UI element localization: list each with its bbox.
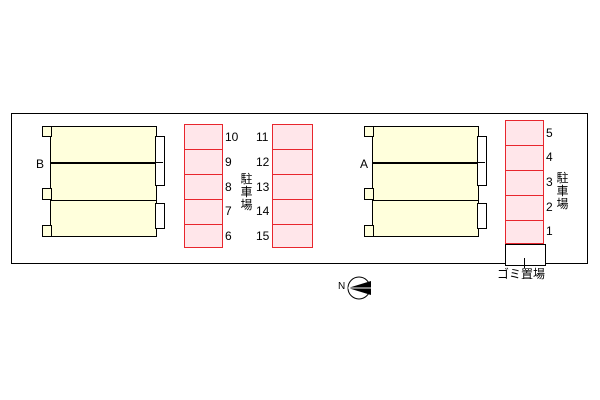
parking-space (184, 199, 223, 225)
parking-number: 13 (256, 180, 270, 194)
parking-space (505, 220, 544, 244)
parking-space (272, 224, 313, 248)
building-b-balcony-upper (155, 136, 165, 186)
parking-space (184, 174, 223, 200)
parking-space (505, 145, 544, 171)
parking-label: 駐車場 (556, 171, 569, 211)
parking-space (505, 170, 544, 196)
parking-number: 2 (546, 200, 553, 214)
building-a-balcony-upper (477, 136, 487, 186)
building-b-balcony-lower (155, 203, 165, 229)
parking-number: 3 (546, 175, 553, 189)
parking-number: 12 (256, 155, 270, 169)
parking-space (184, 124, 223, 150)
compass: N (336, 276, 376, 305)
compass-north-label: N (338, 281, 346, 292)
trash-area (505, 244, 546, 266)
parking-label: 駐車場 (240, 172, 253, 212)
compass-icon (347, 276, 371, 300)
parking-space (505, 120, 544, 146)
building-a-upper-unit (372, 126, 479, 164)
building-b-lower-unit (50, 200, 157, 237)
parking-number: 14 (256, 204, 270, 218)
building-a-notch-top (364, 126, 374, 137)
parking-space (272, 149, 313, 175)
building-a-notch-bottom (364, 225, 374, 237)
parking-space (505, 195, 544, 221)
building-b-upper-unit (50, 126, 157, 164)
site-boundary (11, 113, 588, 264)
parking-number: 9 (225, 155, 232, 169)
trash-area-tick (524, 258, 525, 268)
parking-space (184, 224, 223, 248)
building-a-label-line (372, 162, 485, 163)
building-b-notch-bottom (42, 225, 52, 237)
building-a-label: A (360, 157, 369, 171)
building-b-label: B (36, 157, 45, 171)
building-b-middle-unit (50, 163, 157, 201)
building-a-middle-unit (372, 163, 479, 201)
building-b-notch-mid (42, 188, 52, 200)
parking-space (184, 149, 223, 175)
parking-number: 8 (225, 180, 232, 194)
trash-area-label: ゴミ置場 (497, 267, 546, 281)
parking-space (272, 124, 313, 150)
parking-number: 10 (225, 130, 239, 144)
parking-number: 1 (546, 224, 553, 238)
parking-number: 15 (256, 229, 270, 243)
building-a-notch-mid (364, 188, 374, 200)
parking-number: 11 (256, 130, 269, 144)
building-b-label-line (50, 162, 163, 163)
building-a-balcony-lower (477, 203, 487, 229)
parking-number: 4 (546, 150, 553, 164)
building-b-notch-top (42, 126, 52, 137)
parking-number: 7 (225, 204, 232, 218)
parking-number: 6 (225, 229, 232, 243)
parking-space (272, 199, 313, 225)
building-a-lower-unit (372, 200, 479, 237)
parking-space (272, 174, 313, 200)
parking-number: 5 (546, 126, 553, 140)
